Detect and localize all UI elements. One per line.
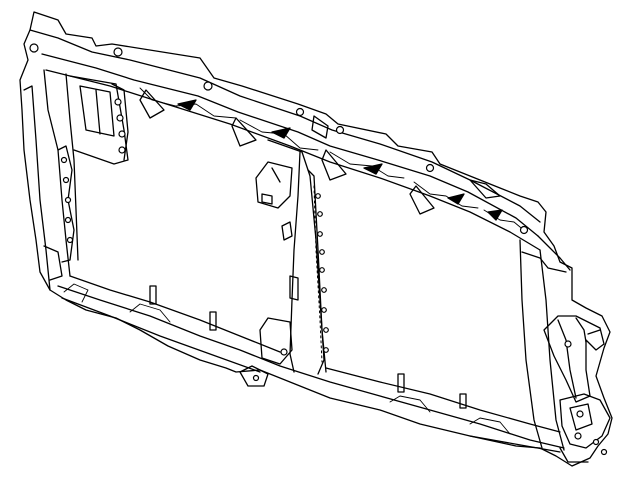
right-side-member xyxy=(519,235,611,463)
upper-tie-bar xyxy=(29,29,541,251)
center-brace xyxy=(255,139,329,375)
lower-tie-bar xyxy=(57,275,565,453)
frame-outline xyxy=(19,11,613,467)
left-side-member xyxy=(23,69,129,291)
